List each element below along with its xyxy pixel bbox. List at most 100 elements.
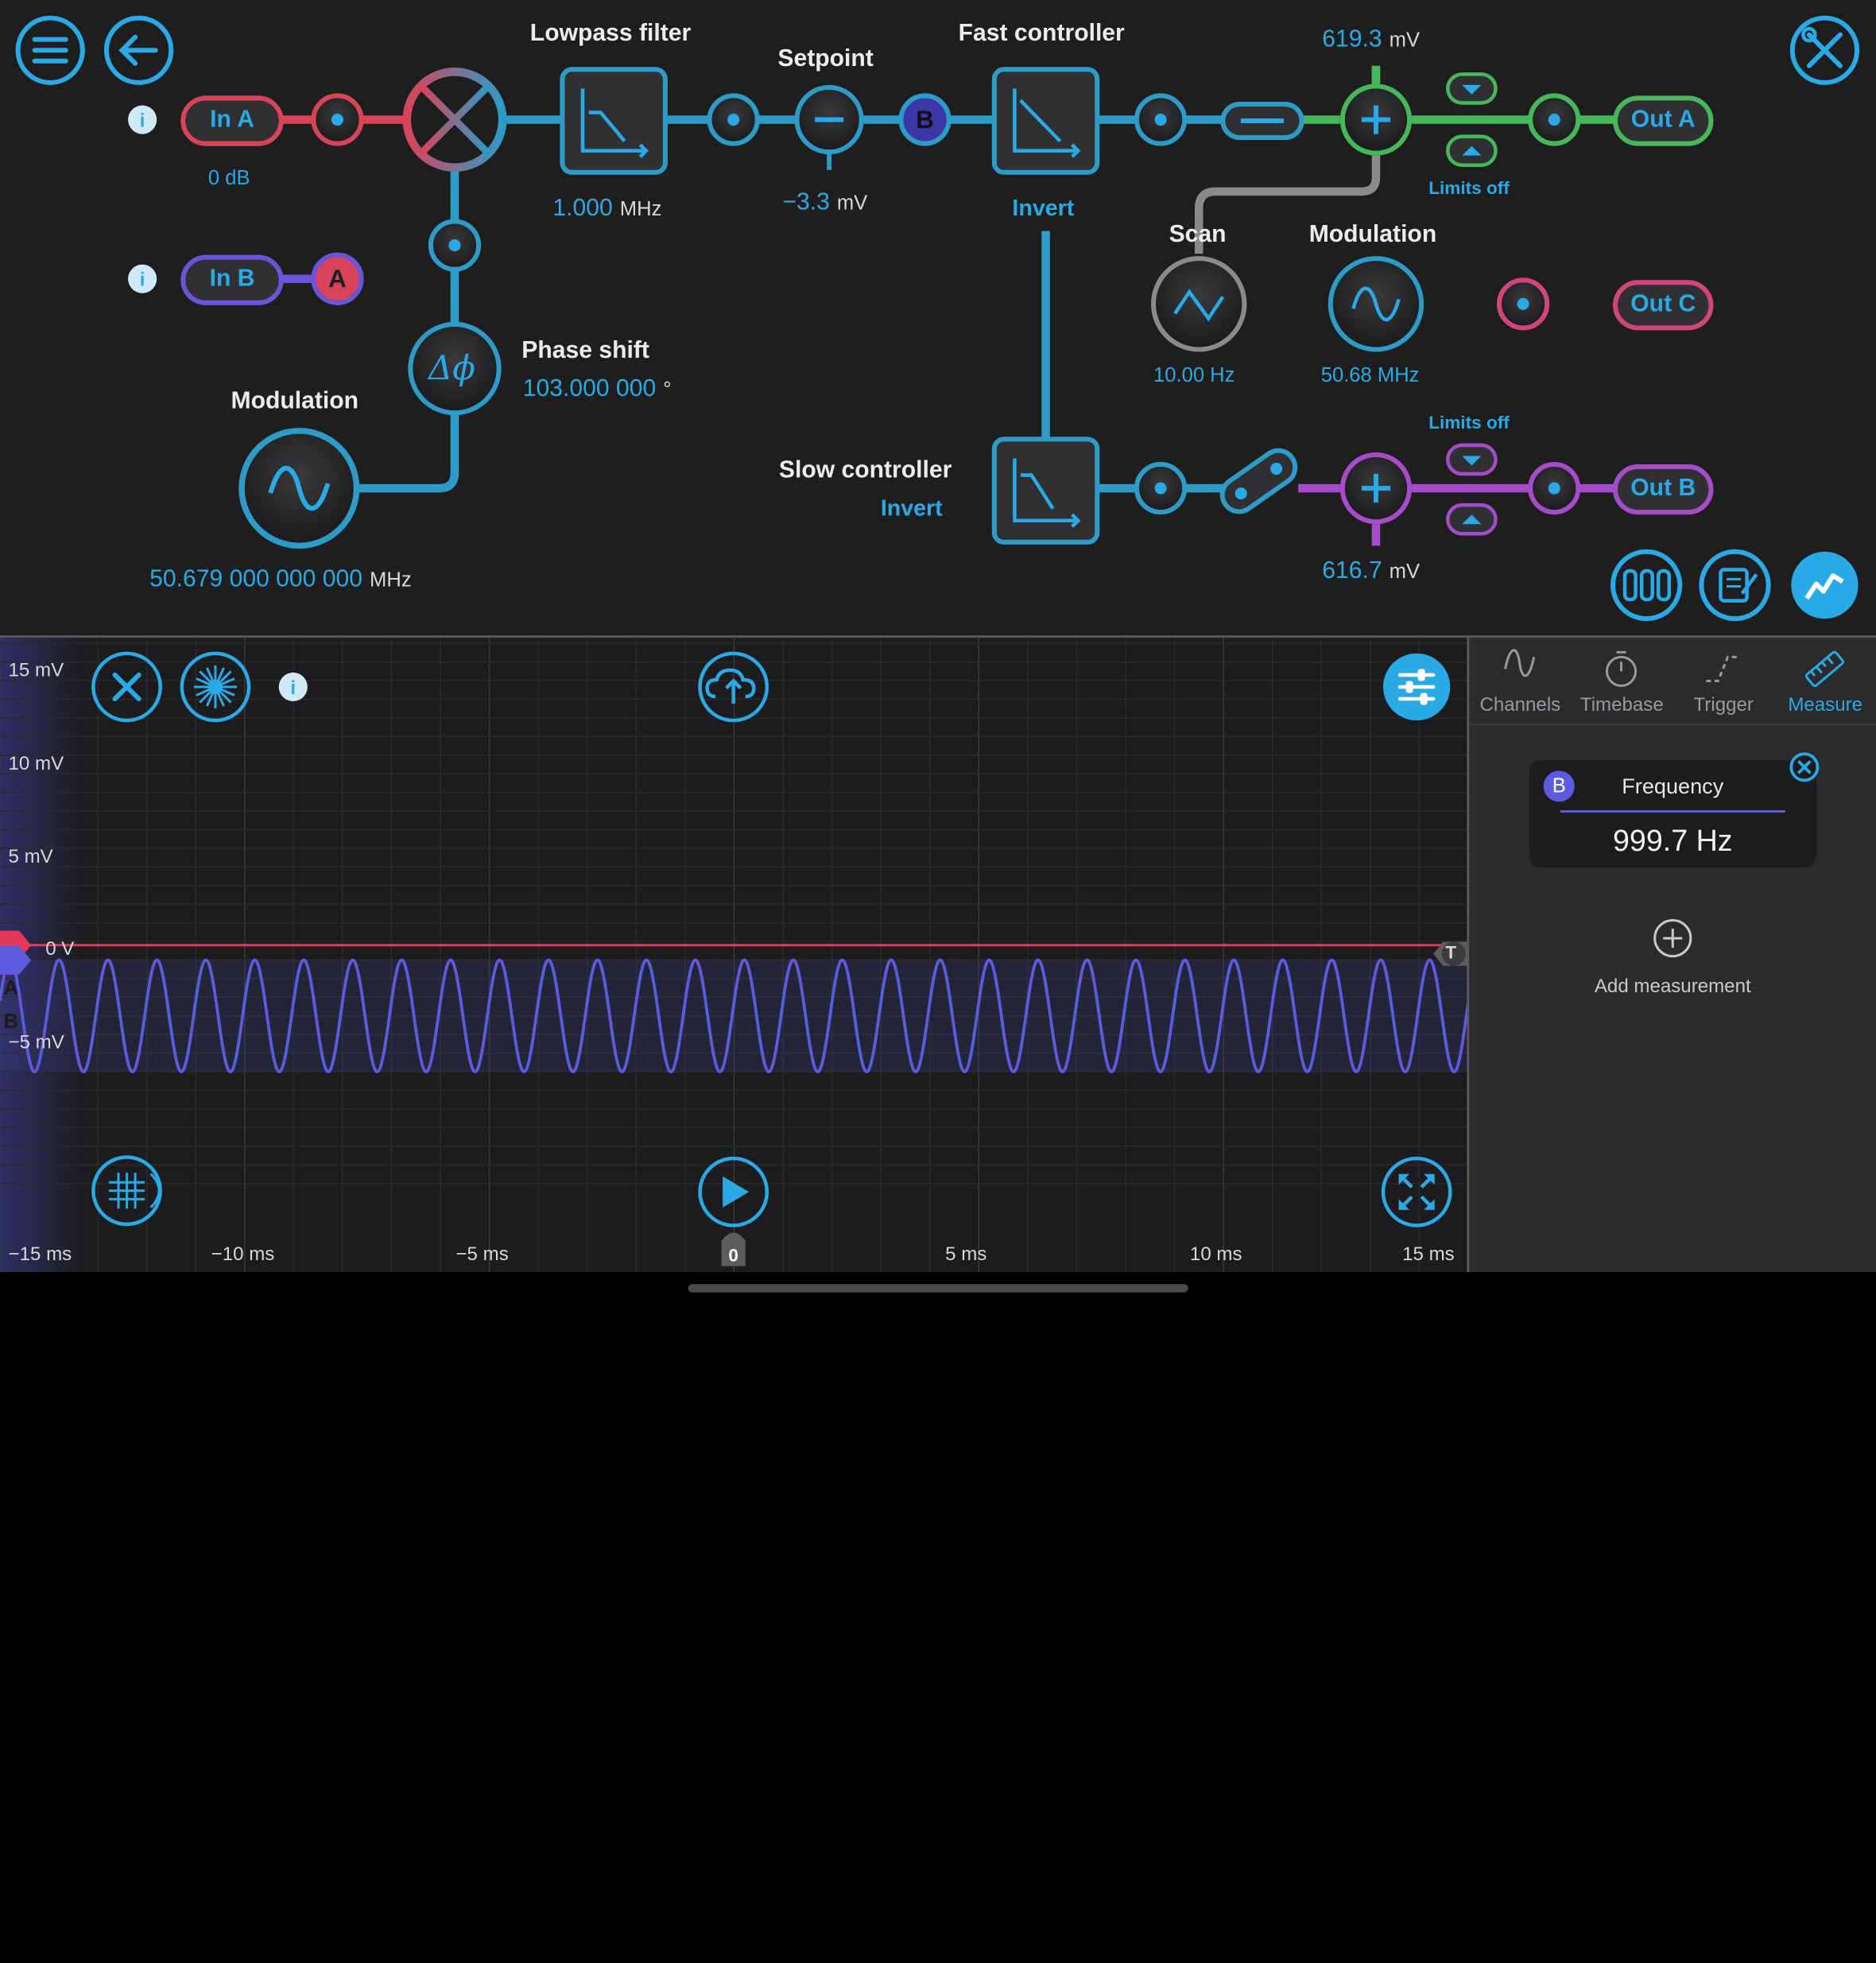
input-b-pill[interactable] — [180, 254, 284, 305]
phase-shift-title: Phase shift — [521, 337, 649, 364]
tab-label: Measure — [1788, 695, 1863, 716]
measurement-card[interactable]: B Frequency 999.7 Hz — [1529, 759, 1816, 868]
back-arrow-icon[interactable] — [103, 15, 174, 85]
notes-icon[interactable] — [1699, 549, 1771, 622]
output-b-pill[interactable] — [1613, 464, 1714, 515]
tab-channels[interactable]: Channels — [1469, 638, 1571, 724]
upper-limit-a-button[interactable] — [1446, 72, 1498, 105]
junction-node-slow[interactable] — [1134, 462, 1188, 515]
modulation-right-frequency[interactable]: 50.68 MHz — [1320, 363, 1420, 387]
limits-b-status[interactable]: Limits off — [1428, 413, 1510, 433]
pane-divider[interactable] — [0, 635, 1876, 638]
menu-icon[interactable] — [15, 15, 85, 85]
output-a-pill[interactable] — [1613, 95, 1714, 146]
channel-b-badge-text: B — [916, 106, 934, 134]
junction-node-in-a[interactable] — [311, 93, 364, 146]
x-axis-tick-label: −10 ms — [211, 1244, 275, 1265]
input-a-gain[interactable]: 0 dB — [207, 166, 250, 189]
phase-shift-knob[interactable] — [408, 321, 502, 416]
wrench-screwdriver-icon[interactable] — [1789, 15, 1860, 85]
zero-marker-label: 0 — [728, 1245, 738, 1267]
limits-a-status[interactable]: Limits off — [1428, 178, 1510, 199]
lower-limit-a-button[interactable] — [1446, 134, 1498, 167]
setpoint-subtract-node[interactable] — [794, 84, 864, 170]
lower-limit-b-button[interactable] — [1446, 502, 1498, 536]
slow-controller-block[interactable] — [991, 436, 1100, 545]
modulation-left-oscillator[interactable] — [238, 428, 360, 549]
add-measurement-icon[interactable] — [1653, 918, 1692, 958]
y-axis-tick-label: 0 V — [45, 940, 75, 960]
scope-plot[interactable] — [0, 638, 1468, 1273]
scan-frequency[interactable]: 10.00 Hz — [1153, 363, 1235, 387]
tab-label: Channels — [1479, 695, 1561, 716]
output-c-label[interactable]: Out C — [1630, 290, 1696, 317]
tab-measure[interactable]: Measure — [1774, 638, 1876, 724]
lowpass-filter-block[interactable] — [560, 67, 668, 175]
junction-node-fast[interactable] — [1134, 93, 1188, 146]
trigger-level-marker[interactable] — [1433, 941, 1468, 966]
measurement-name[interactable]: Frequency — [1622, 774, 1724, 798]
tab-timebase[interactable]: Timebase — [1571, 638, 1673, 724]
channel-b-marker[interactable] — [0, 945, 32, 975]
modulation-right-title: Modulation — [1308, 221, 1437, 248]
channel-a-probe-badge[interactable] — [311, 252, 364, 305]
measurement-value: 999.7 Hz — [1612, 824, 1733, 859]
junction-node-out-a[interactable] — [1528, 93, 1581, 146]
tab-label: Trigger — [1693, 695, 1754, 716]
y-axis-tick-label: 15 mV — [8, 660, 64, 681]
input-a-pill[interactable] — [180, 95, 284, 146]
home-indicator[interactable] — [688, 1284, 1188, 1293]
fast-controller-invert[interactable]: Invert — [1012, 196, 1075, 222]
junction-node-lowpass[interactable] — [707, 93, 760, 146]
channel-b-shade — [0, 960, 1468, 1072]
slow-controller-invert[interactable]: Invert — [880, 496, 943, 522]
zero-time-marker[interactable] — [721, 1232, 746, 1267]
scan-oscillator[interactable] — [1151, 256, 1247, 352]
sum-a-node[interactable] — [1339, 83, 1413, 156]
x-axis-tick-label: 15 ms — [1402, 1244, 1455, 1265]
sine-wave-icon — [1469, 645, 1571, 694]
phase-shift-symbol: Δϕ — [428, 348, 476, 388]
tab-trigger[interactable]: Trigger — [1673, 638, 1774, 724]
x-axis-tick-label: −5 ms — [455, 1244, 509, 1265]
output-a-label[interactable]: Out A — [1630, 106, 1696, 134]
junction-node-out-c[interactable] — [1497, 277, 1550, 331]
channel-b-marker-label: B — [3, 1010, 19, 1033]
svg-text:i: i — [140, 111, 145, 132]
x-axis-tick-label: 5 ms — [945, 1244, 987, 1265]
phase-shift-value[interactable]: 103.000 000° — [522, 375, 672, 402]
channel-b-probe-badge[interactable] — [898, 93, 952, 146]
input-a-label[interactable]: In A — [210, 106, 254, 134]
sum-b-node[interactable] — [1339, 452, 1413, 525]
junction-node-mixer[interactable] — [428, 219, 482, 272]
fast-controller-block[interactable] — [991, 67, 1100, 175]
output-b-switch[interactable] — [1215, 444, 1301, 518]
junction-node-out-b[interactable] — [1528, 462, 1581, 515]
scope-icon[interactable] — [1791, 551, 1859, 619]
info-icon[interactable]: i — [128, 105, 157, 134]
info-icon[interactable]: i — [128, 264, 157, 293]
channel-a-marker-label: A — [3, 976, 19, 999]
modulation-right-oscillator[interactable] — [1328, 256, 1424, 352]
output-a-switch[interactable] — [1220, 101, 1304, 141]
trigger-edge-icon — [1673, 645, 1774, 694]
output-c-pill[interactable] — [1613, 280, 1714, 331]
trigger-marker-label: T — [1445, 943, 1457, 964]
sliders-icon[interactable] — [1610, 549, 1683, 622]
add-measurement-button[interactable]: Add measurement — [1594, 976, 1751, 997]
mixer[interactable] — [402, 68, 507, 172]
ruler-icon — [1774, 645, 1876, 694]
fast-controller-title: Fast controller — [958, 20, 1125, 47]
input-b-label[interactable]: In B — [209, 266, 255, 293]
channel-b-trace — [0, 958, 1468, 1073]
upper-limit-b-button[interactable] — [1446, 443, 1498, 476]
output-b-label[interactable]: Out B — [1630, 475, 1696, 502]
setpoint-title: Setpoint — [777, 45, 874, 72]
